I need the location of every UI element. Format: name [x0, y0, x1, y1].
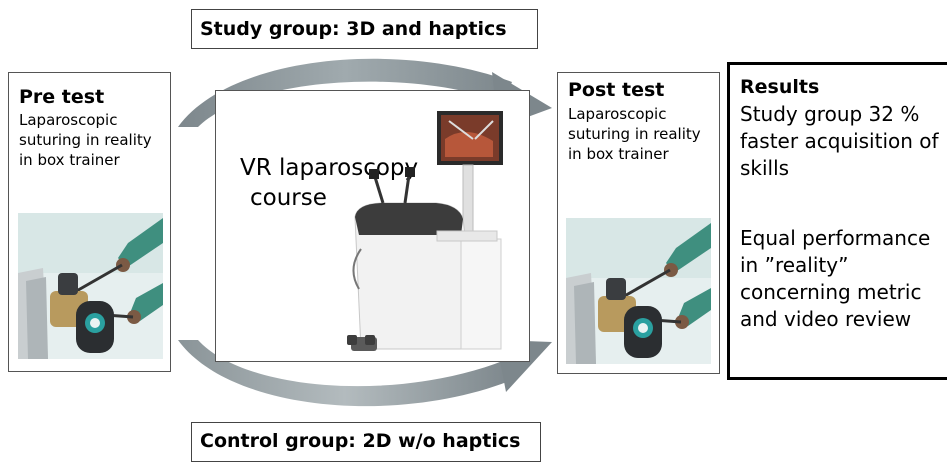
study-arrow — [178, 58, 512, 127]
results-line: and video review — [740, 307, 912, 331]
box-trainer-photo — [18, 213, 163, 359]
results-line: in ”reality” — [740, 253, 849, 277]
study-group-text: Study group: 3D and haptics — [200, 18, 507, 40]
results-line: faster acquisition of — [740, 129, 939, 153]
control-group-label: Control group: 2D w/o haptics — [191, 422, 541, 462]
study-group-label: Study group: 3D and haptics — [191, 9, 538, 49]
results-line: concerning metric — [740, 280, 922, 304]
vr-course-title: VR laparoscopy course — [240, 153, 418, 213]
results-paragraph-2: Equal performance in ”reality” concernin… — [740, 225, 946, 333]
post-test-description: Laparoscopic suturing in reality in box … — [568, 104, 701, 164]
results-line: skills — [740, 156, 790, 180]
results-box: Results Study group 32 % faster acquisit… — [727, 62, 947, 380]
vr-simulator-photo — [347, 111, 503, 351]
post-test-title: Post test — [568, 79, 665, 101]
pre-test-line: suturing in reality — [19, 131, 152, 149]
pre-test-title: Pre test — [19, 86, 105, 108]
results-title: Results — [740, 76, 820, 98]
pre-test-line: in box trainer — [19, 151, 120, 169]
vr-course-line: course — [250, 185, 327, 211]
control-arrow — [178, 340, 512, 407]
results-line: Equal performance — [740, 226, 931, 250]
vr-course-box: VR laparoscopy course — [215, 90, 530, 362]
pre-test-line: Laparoscopic — [19, 111, 118, 129]
post-test-line: Laparoscopic — [568, 105, 667, 123]
pre-test-description: Laparoscopic suturing in reality in box … — [19, 110, 152, 170]
post-test-line: suturing in reality — [568, 125, 701, 143]
box-trainer-photo — [566, 218, 711, 364]
vr-course-line: VR laparoscopy — [240, 155, 419, 181]
results-paragraph-1: Study group 32 % faster acquisition of s… — [740, 101, 946, 182]
control-group-text: Control group: 2D w/o haptics — [200, 430, 521, 452]
post-test-line: in box trainer — [568, 145, 669, 163]
pre-test-box: Pre test Laparoscopic suturing in realit… — [8, 72, 171, 372]
post-test-box: Post test Laparoscopic suturing in reali… — [557, 72, 720, 374]
results-line: Study group 32 % — [740, 102, 920, 126]
